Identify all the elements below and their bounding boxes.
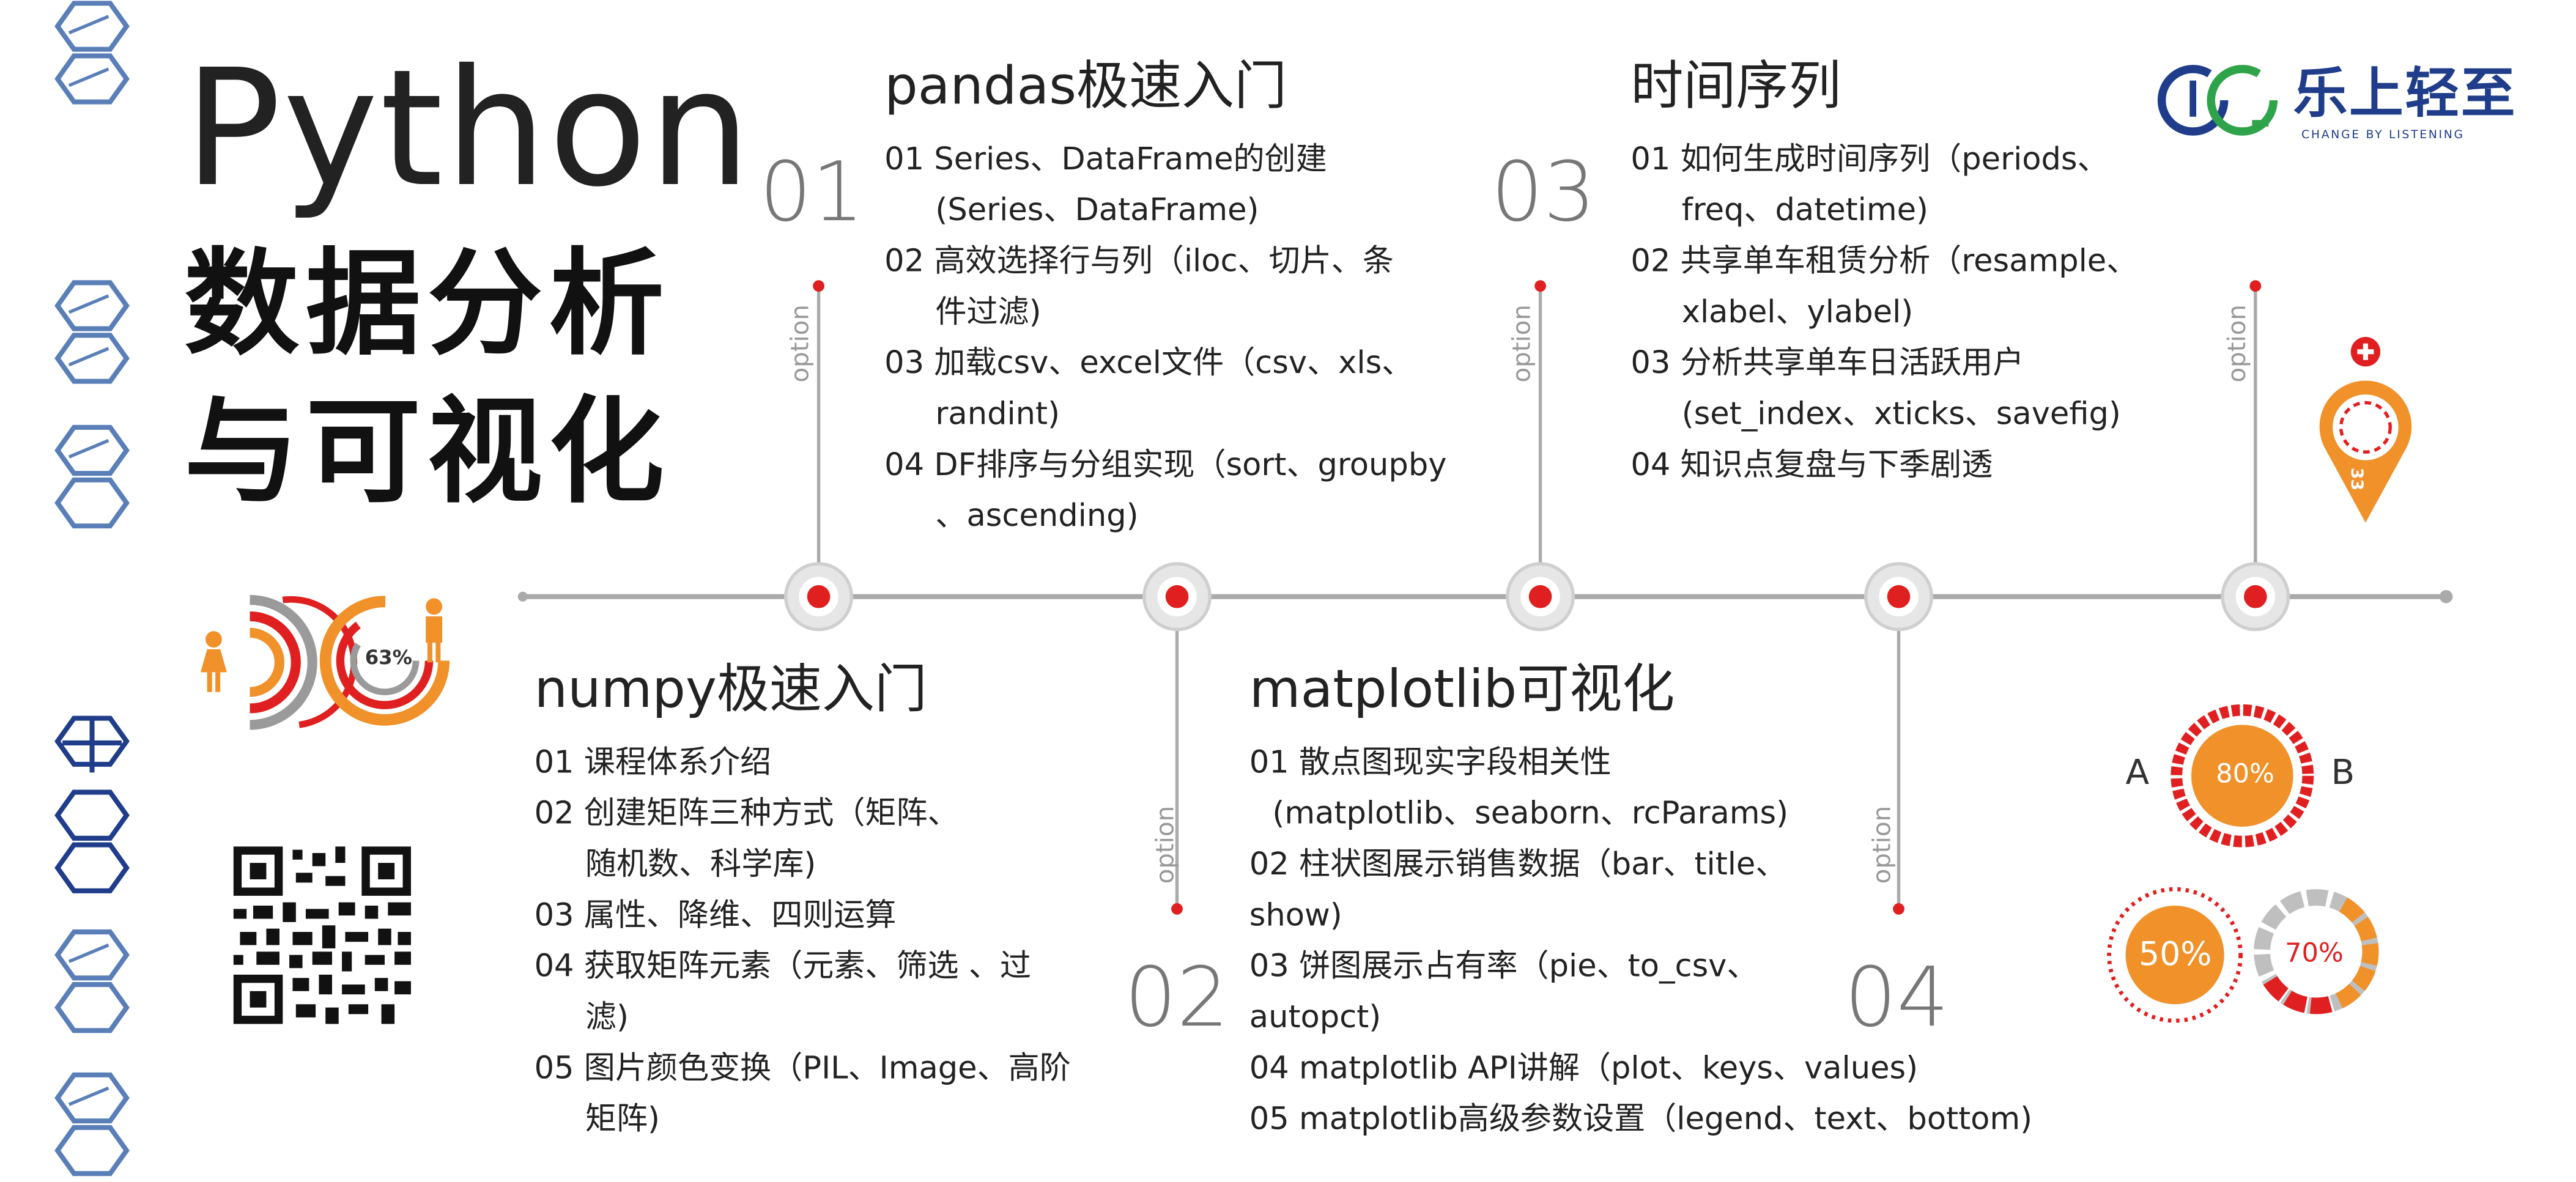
- list-item: 03 加载csv、excel文件（csv、xls、: [884, 345, 1413, 382]
- title-python: Python: [184, 36, 753, 224]
- person-icon-female: [200, 631, 227, 692]
- section-numpy: numpy极速入门 01 课程体系介绍 02 创建矩阵三种方式（矩阵、 随机数、…: [535, 662, 1110, 1145]
- list-item-continuation: show): [1249, 897, 1342, 934]
- section-time-series: 时间序列 01 如何生成时间序列（periods、 freq、datetime)…: [1630, 59, 2173, 492]
- list-item: 04 DF排序与分组实现（sort、groupby: [884, 447, 1447, 484]
- person-icon-male: [426, 598, 443, 663]
- option-label-5: option: [2222, 305, 2252, 383]
- list-item-continuation: 件过滤): [935, 294, 1042, 331]
- list-item: 01 Series、DataFrame的创建: [884, 141, 1327, 178]
- brand-logo-icon: [2157, 65, 2278, 136]
- list-item: 02 高效选择行与列（iloc、切片、条: [884, 243, 1394, 279]
- ring-percent-50: 50%: [2138, 933, 2212, 973]
- brand-name: 乐上轻至: [2293, 61, 2517, 125]
- option-label-3: option: [1507, 305, 1537, 383]
- list-item-continuation: (set_index、xticks、savefig): [1681, 396, 2121, 432]
- option-label-1: option: [785, 305, 815, 383]
- list-item: 03 属性、降维、四则运算: [534, 897, 897, 934]
- section-title-numpy: numpy极速入门: [534, 657, 927, 720]
- section-pandas: pandas极速入门 01 Series、DataFrame的创建 (Serie…: [884, 59, 1476, 542]
- timeline-node-2: [1142, 562, 1212, 632]
- section-number-04: 04: [1844, 950, 1949, 1046]
- list-item-continuation: xlabel、ylabel): [1681, 294, 1914, 331]
- ring-percent-63: 63%: [365, 646, 412, 669]
- section-matplotlib: matplotlib可视化 01 散点图现实字段相关性 (matplotlib、…: [1249, 662, 2104, 1145]
- list-item: 01 课程体系介绍: [534, 744, 772, 781]
- list-item: 05 matplotlib高级参数设置（legend、text、bottom): [1249, 1101, 2033, 1138]
- list-item-continuation: freq、datetime): [1681, 192, 1928, 229]
- timeline-node-3: [1506, 562, 1575, 632]
- list-item: 02 共享单车租赁分析（resample、: [1630, 243, 2138, 279]
- list-item-continuation: 随机数、科学库): [585, 846, 816, 883]
- ring-label-a: A: [2125, 753, 2150, 792]
- option-label-2: option: [1150, 805, 1180, 884]
- timeline-node-1: [784, 562, 854, 632]
- list-item-continuation: 矩阵): [585, 1101, 660, 1138]
- brand-tagline: CHANGE BY LISTENING: [2301, 128, 2465, 142]
- ring-gauge-70: [2254, 889, 2379, 1014]
- list-item-continuation: autopct): [1249, 999, 1382, 1036]
- list-item: 03 分析共享单车日活跃用户: [1630, 345, 2024, 382]
- list-item: 04 matplotlib API讲解（plot、keys、values): [1249, 1050, 1919, 1087]
- list-item-continuation: 滤): [585, 999, 629, 1036]
- list-item: 01 散点图现实字段相关性: [1249, 744, 1612, 781]
- ring-gauge-50: [2107, 887, 2243, 1023]
- pin-number: 33: [2346, 467, 2365, 491]
- section-title-time-series: 时间序列: [1630, 54, 1841, 117]
- location-pin-decoration: [2319, 337, 2412, 523]
- section-number-02: 02: [1124, 950, 1229, 1046]
- list-item: 04 知识点复盘与下季剧透: [1630, 447, 1993, 484]
- list-item: 04 获取矩阵元素（元素、筛选 、过: [534, 948, 1032, 985]
- people-ring-gauges: [200, 595, 450, 730]
- list-item-continuation: randint): [935, 396, 1060, 432]
- ring-percent-70: 70%: [2285, 937, 2344, 969]
- list-item: 05 图片颜色变换（PIL、Image、高阶: [534, 1050, 1071, 1087]
- ring-label-b: B: [2331, 753, 2355, 792]
- list-item-continuation: (Series、DataFrame): [935, 192, 1259, 229]
- section-number-01: 01: [759, 144, 864, 240]
- list-item-continuation: (matplotlib、seaborn、rcParams): [1272, 795, 1789, 832]
- ring-gauge-80: [2171, 704, 2314, 848]
- list-item: 01 如何生成时间序列（periods、: [1630, 141, 2109, 178]
- hexagon-column-decoration: [54, 1, 130, 1176]
- ring-percent-80: 80%: [2216, 758, 2274, 789]
- section-title-pandas: pandas极速入门: [884, 54, 1287, 117]
- timeline-node-5: [2221, 562, 2290, 632]
- list-item: 03 饼图展示占有率（pie、to_csv、: [1249, 948, 1758, 985]
- section-number-03: 03: [1490, 144, 1596, 240]
- list-item-continuation: 、ascending): [935, 498, 1139, 534]
- title-line-2: 与可视化: [184, 384, 671, 520]
- timeline-node-4: [1864, 562, 1933, 632]
- list-item: 02 柱状图展示销售数据（bar、title、: [1249, 846, 1787, 883]
- list-item: 02 创建矩阵三种方式（矩阵、: [534, 795, 959, 832]
- title-line-1: 数据分析: [184, 237, 671, 372]
- section-title-matplotlib: matplotlib可视化: [1249, 657, 1675, 720]
- qr-code[interactable]: [233, 846, 411, 1024]
